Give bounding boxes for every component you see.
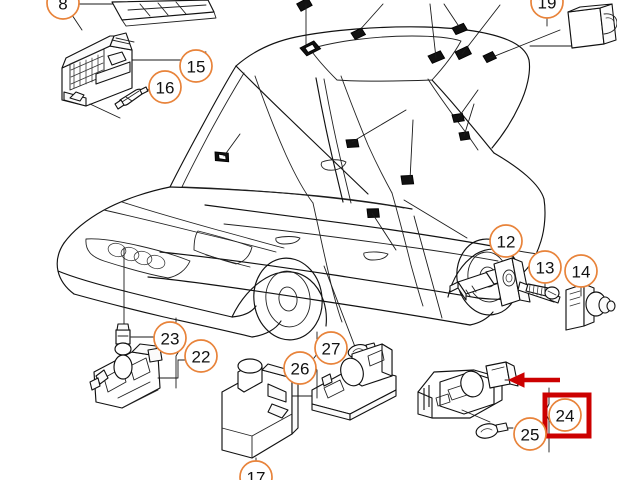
callout-circle — [283, 351, 317, 385]
callout-27[interactable]: 27 — [314, 331, 348, 365]
callout-15[interactable]: 15 — [179, 49, 213, 83]
highlight-arrow — [507, 372, 560, 388]
audi-rings-logo — [107, 242, 166, 270]
part-festoon-bulb — [114, 86, 153, 110]
callout-label: 25 — [521, 426, 540, 445]
callout-label: 26 — [291, 360, 310, 379]
callout-circle — [564, 254, 598, 288]
callout-circle — [239, 460, 273, 480]
callout-26[interactable]: 26 — [283, 351, 317, 385]
part-license-plate-light-housing — [61, 32, 207, 119]
part-switch-block — [221, 358, 299, 463]
callout-17[interactable]: 17 — [239, 460, 273, 480]
part-door-lock-striker-switch — [565, 283, 616, 331]
callout-label: 27 — [322, 340, 341, 359]
callout-circle — [184, 339, 218, 373]
callout-circle — [530, 0, 564, 19]
callout-24[interactable]: 24 — [548, 398, 582, 432]
callout-19[interactable]: 19 — [530, 0, 564, 19]
callout-circle — [513, 417, 547, 451]
callout-12[interactable]: 12 — [489, 224, 523, 258]
callout-22[interactable]: 22 — [184, 339, 218, 373]
vehicle-component-markers — [214, 0, 498, 218]
callout-label: 19 — [538, 0, 557, 13]
callout-13[interactable]: 13 — [528, 250, 562, 284]
callout-14[interactable]: 14 — [564, 254, 598, 288]
callout-label: 13 — [536, 259, 555, 278]
callout-label: 14 — [572, 263, 591, 282]
callout-23[interactable]: 23 — [153, 321, 187, 355]
callout-bubbles: 8 19 15 16 12 13 14 23 22 27 26 24 25 17 — [46, 0, 598, 480]
part-tapping-screw — [525, 282, 560, 300]
part-relay-module — [567, 3, 617, 49]
callout-circle — [179, 49, 213, 83]
callout-label: 12 — [497, 233, 516, 252]
part-footwell-light-bulb — [475, 422, 514, 439]
vehicle-line-drawing — [56, 26, 546, 341]
part-glove-box-bulb — [114, 323, 155, 356]
callout-circle — [314, 331, 348, 365]
callout-label: 23 — [161, 330, 180, 349]
callout-circle — [46, 0, 80, 20]
callout-label: 16 — [156, 79, 175, 98]
part-footwell-light-assembly[interactable] — [417, 361, 519, 423]
part-luggage-compartment-light — [291, 343, 397, 421]
callout-label: 17 — [247, 469, 266, 480]
callout-label: 8 — [58, 0, 67, 14]
callout-label: 15 — [187, 58, 206, 77]
callout-label: 24 — [556, 407, 575, 426]
callout-25[interactable]: 25 — [513, 417, 547, 451]
callout-label: 22 — [192, 348, 211, 367]
callout-circle — [153, 321, 187, 355]
part-glove-box-light-assembly — [89, 329, 187, 409]
part-interior-light-lens — [111, 0, 217, 27]
highlight-box-24 — [542, 392, 592, 439]
callout-16[interactable]: 16 — [148, 70, 182, 104]
callout-circle — [548, 398, 582, 432]
callout-8[interactable]: 8 — [46, 0, 80, 20]
callout-circle — [528, 250, 562, 284]
callout-circle — [148, 70, 182, 104]
callout-circle — [489, 224, 523, 258]
